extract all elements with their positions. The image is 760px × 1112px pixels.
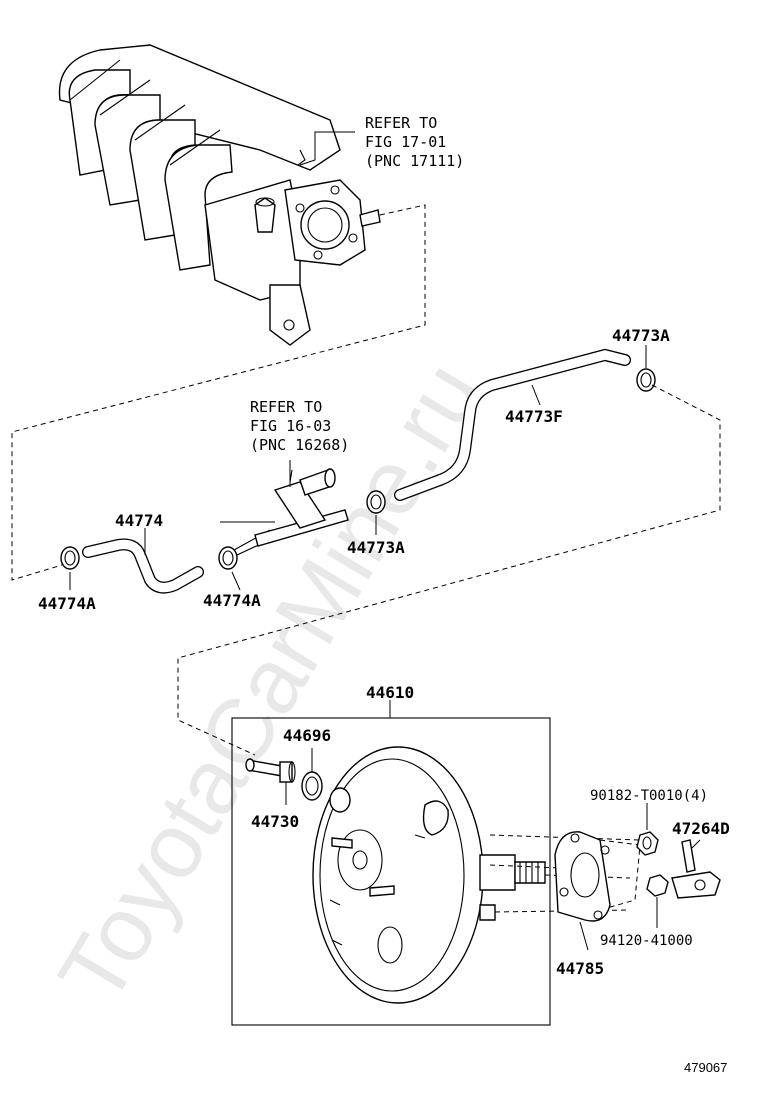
label-44696: 44696 [283,726,331,745]
label-90182: 90182-T0010(4) [590,788,708,804]
label-47264D: 47264D [672,819,730,838]
hose-44773F [394,348,631,501]
clamp-44774A-mid [218,546,238,570]
leader-lines [69,131,701,951]
label-44610: 44610 [366,683,414,702]
check-valve-44730 [245,758,296,783]
ref-17-line2: FIG 17-01 [365,133,446,151]
hose-44774 [82,538,204,594]
vacuum-union-fitting [220,468,349,563]
brake-booster-44610 [312,746,546,1004]
label-44785: 44785 [556,959,604,978]
figure-id: 479067 [684,1060,727,1075]
gasket-44785 [554,831,611,922]
ref-16-line2: FIG 16-03 [250,417,331,435]
clamp-44773A-top [636,368,656,392]
booster-assembly-box [231,717,551,1026]
ref-17-line3: (PNC 17111) [365,152,464,170]
label-94120: 94120-41000 [600,933,693,949]
nut-94120 [646,874,669,897]
label-44774: 44774 [115,511,163,530]
ref-16-line3: (PNC 16268) [250,436,349,454]
reference-note-16-03: REFER TO FIG 16-03 (PNC 16268) [250,398,349,454]
dash-hose-to-booster [177,384,721,756]
clamp-44773A-mid [366,490,386,514]
dash-manifold-to-hose [11,204,426,581]
ref-16-line1: REFER TO [250,398,322,416]
clamp-44774A-left [60,546,80,570]
clevis-47264D [671,839,721,899]
label-44773A-top: 44773A [612,326,670,345]
nut-90182 [636,831,659,856]
label-44774A-mid: 44774A [203,591,261,610]
ref-17-line1: REFER TO [365,114,437,132]
grommet-44696 [301,771,323,801]
label-44774A-left: 44774A [38,594,96,613]
label-44773F: 44773F [505,407,563,426]
reference-note-17-01: REFER TO FIG 17-01 (PNC 17111) [365,114,464,170]
label-44773A-mid: 44773A [347,538,405,557]
dash-gasket-outline [599,839,641,911]
label-44730: 44730 [251,812,299,831]
intake-manifold [58,44,381,346]
